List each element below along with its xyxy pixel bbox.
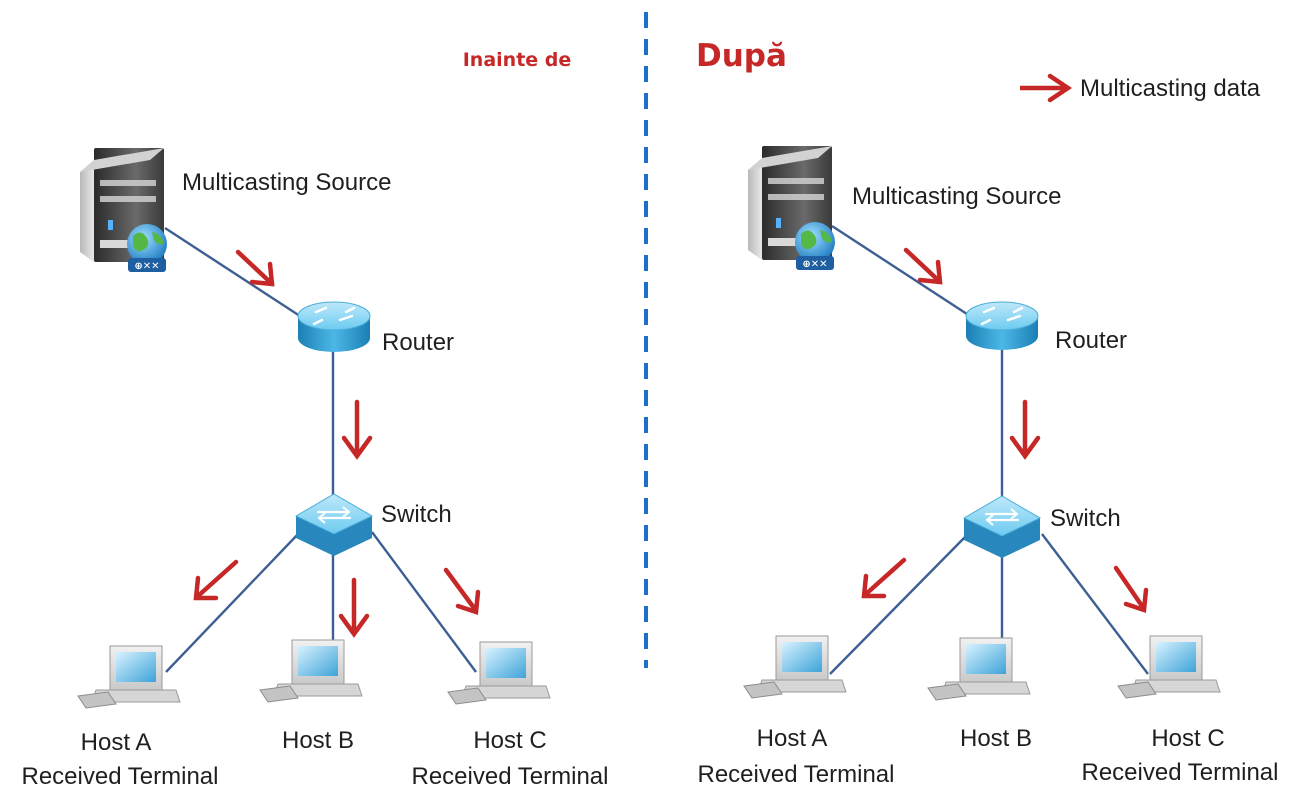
host-c-name: Host C — [473, 727, 546, 754]
flow-arrow-source-router — [903, 247, 943, 285]
svg-text:⊕✕✕: ⊕✕✕ — [802, 259, 827, 270]
link-switch-host-a — [829, 533, 969, 675]
legend-arrow-icon — [1020, 73, 1073, 103]
flow-arrow-router-switch — [1009, 399, 1041, 460]
link-switch-host-a — [165, 531, 301, 673]
link-source-router — [164, 226, 304, 320]
panel-before: ⊕✕✕ Multicasting Source Router Switch Ho… — [22, 148, 609, 788]
flow-arrow-to-host-c — [1113, 565, 1149, 614]
host-b-name: Host B — [960, 725, 1032, 752]
switch-icon — [962, 495, 1042, 558]
flow-arrow-to-host-a — [861, 557, 907, 599]
flow-arrow-to-host-c — [443, 567, 481, 616]
globe-icon: ⊕✕✕ — [795, 222, 835, 270]
host-a-name: Host A — [757, 725, 828, 752]
title-after: După — [696, 38, 787, 74]
link-source-router — [831, 224, 971, 318]
router-label: Router — [1055, 327, 1127, 354]
host-c-computer-icon — [447, 641, 551, 705]
host-a-role: Received Terminal — [22, 763, 219, 788]
switch-label: Switch — [1050, 505, 1121, 532]
host-c-computer-icon — [1117, 635, 1221, 699]
host-c-role: Received Terminal — [1082, 759, 1279, 786]
host-b-computer-icon — [927, 637, 1031, 701]
legend-label: Multicasting data — [1080, 75, 1261, 102]
link-switch-host-c — [1041, 533, 1149, 675]
host-a-computer-icon — [77, 645, 181, 709]
source-label: Multicasting Source — [182, 169, 391, 196]
host-b-name: Host B — [282, 727, 354, 754]
globe-icon: ⊕✕✕ — [127, 224, 167, 272]
host-c-role: Received Terminal — [412, 763, 609, 788]
flow-arrow-to-host-b — [338, 577, 370, 638]
legend: Multicasting data — [1020, 73, 1261, 103]
source-label: Multicasting Source — [852, 183, 1061, 210]
host-a-computer-icon — [743, 635, 847, 699]
router-icon — [297, 301, 371, 352]
link-switch-host-c — [371, 531, 477, 673]
title-before: Inainte de — [463, 49, 572, 71]
flow-arrow-to-host-a — [193, 559, 239, 601]
router-icon — [965, 301, 1039, 350]
flow-arrow-router-switch — [341, 399, 373, 460]
router-label: Router — [382, 329, 454, 356]
panel-after: ⊕✕✕ Multicasting Source Router Switch Ho… — [698, 146, 1279, 788]
host-b-computer-icon — [259, 639, 363, 703]
host-a-name: Host A — [81, 729, 152, 756]
switch-label: Switch — [381, 501, 452, 528]
host-c-name: Host C — [1151, 725, 1224, 752]
svg-text:⊕✕✕: ⊕✕✕ — [134, 261, 159, 272]
host-a-role: Received Terminal — [698, 761, 895, 788]
switch-icon — [294, 493, 374, 556]
flow-arrow-source-router — [235, 249, 275, 287]
